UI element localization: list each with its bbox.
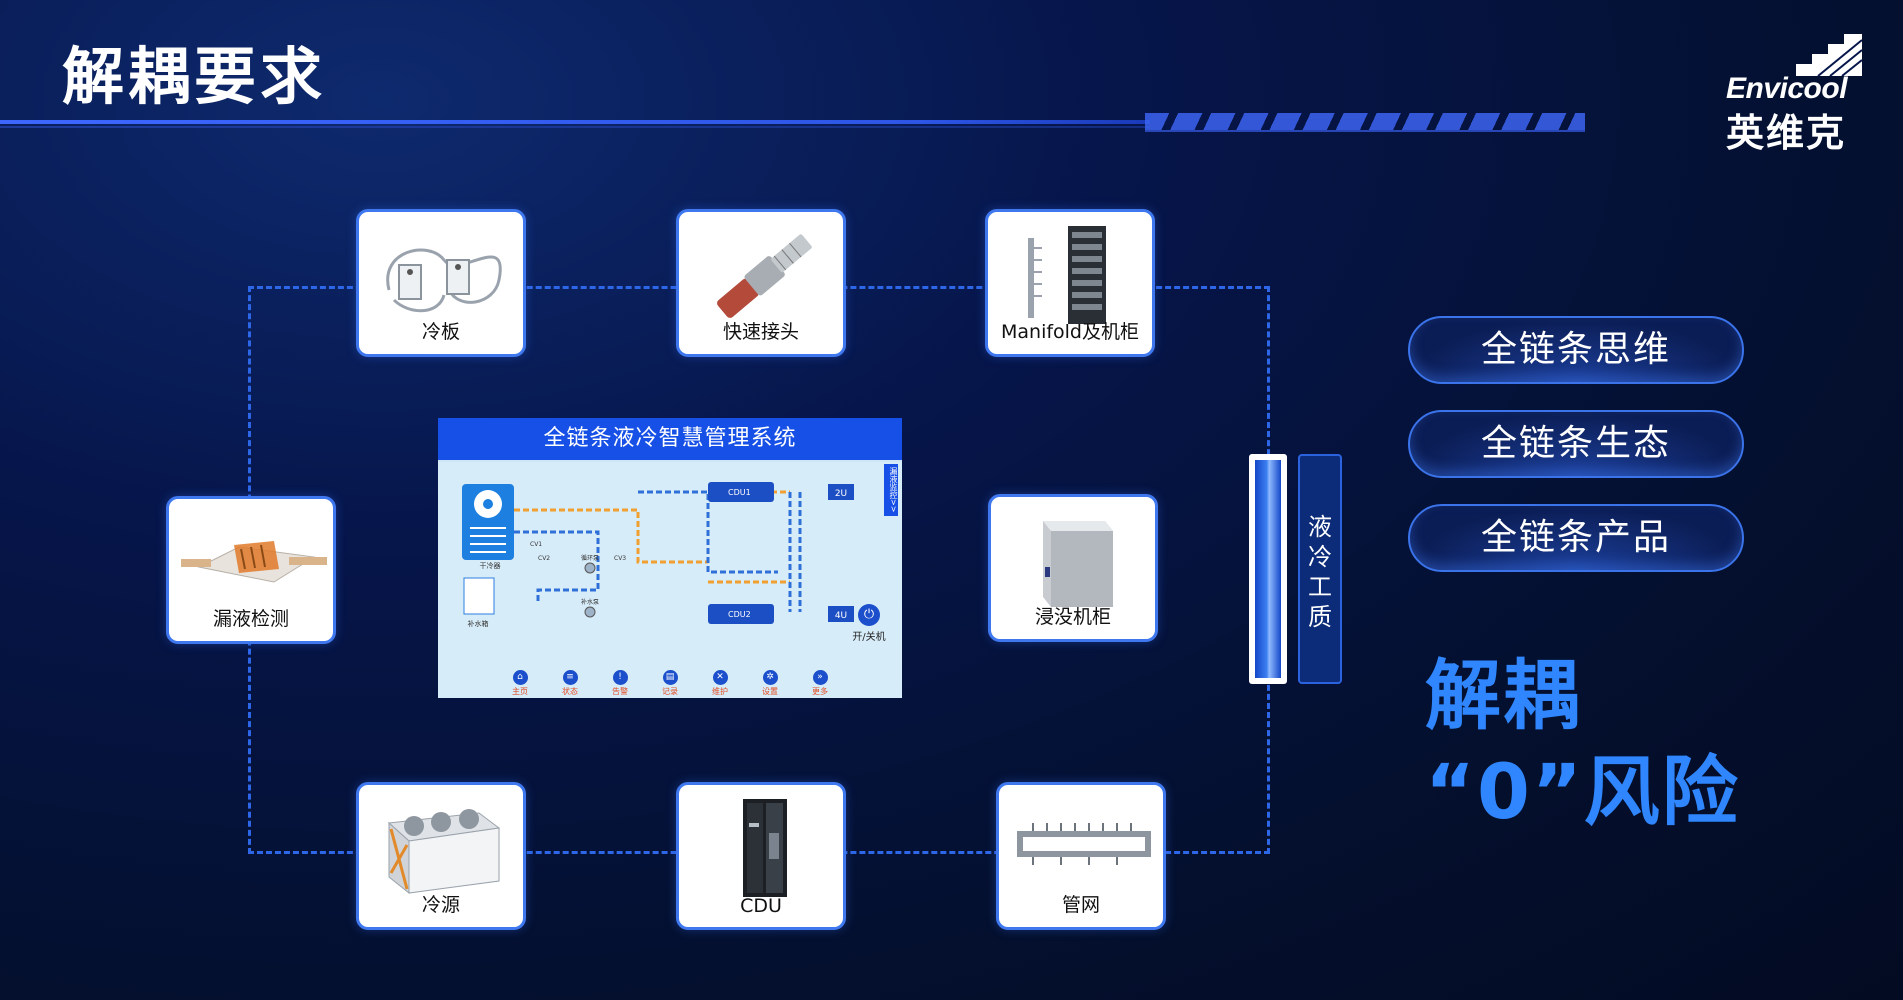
card-manifold: Manifold及机柜 (985, 209, 1155, 357)
page-title: 解耦要求 (62, 40, 327, 113)
pill-full-chain-products: 全链条产品 (1408, 504, 1744, 572)
quick-connector-image (717, 234, 812, 318)
svg-text:干冷器: 干冷器 (480, 561, 501, 570)
nav-item-record[interactable]: ▤ 记录 (662, 669, 678, 696)
leak-detection-image (181, 541, 327, 583)
title-underline (0, 120, 1150, 124)
card-leak-detection: 漏液检测 (166, 496, 336, 644)
nav-item-more[interactable]: » 更多 (812, 669, 828, 696)
svg-text:补水箱: 补水箱 (468, 619, 489, 628)
card-label: 冷板 (421, 321, 460, 343)
staircase-logo-icon (1796, 34, 1862, 76)
svg-text:CDU2: CDU2 (728, 610, 751, 619)
pill-full-chain-ecology: 全链条生态 (1408, 410, 1744, 478)
nav-item-home[interactable]: ⌂ 主页 (512, 669, 528, 696)
svg-text:CV3: CV3 (614, 555, 626, 562)
nav-item-alarm[interactable]: ! 告警 (612, 669, 628, 696)
pill-full-chain-thinking: 全链条思维 (1408, 316, 1744, 384)
record-icon: ▤ (662, 669, 678, 685)
card-label: CDU (740, 895, 782, 917)
logo-english-text: Envicool (1726, 72, 1848, 105)
svg-text:4U: 4U (835, 611, 847, 621)
pipe-network-image (1017, 823, 1151, 865)
card-pipe-network: 管网 (996, 782, 1166, 930)
immersion-cabinet-image (1043, 521, 1113, 607)
svg-text:CDU1: CDU1 (728, 488, 751, 497)
power-label: 开/关机 (852, 632, 886, 643)
cooling-schematic: 干冷器 补水箱 CDU1 CDU2 2U 4U 循环泵 (462, 482, 854, 628)
card-label: 快速接头 (722, 321, 799, 343)
cold-source-image (387, 809, 501, 895)
svg-text:循环泵: 循环泵 (581, 554, 599, 562)
maintenance-icon: ✕ (712, 669, 728, 685)
decorative-stripes (1145, 113, 1585, 131)
card-label: 漏液检测 (212, 608, 289, 630)
power-icon: ⏻ (858, 604, 880, 626)
cold-plate-image (386, 248, 502, 313)
slogan-zero-risk: “0”风险 (1425, 747, 1740, 836)
card-quick-connector: 快速接头 (676, 209, 846, 357)
card-immersion-cabinet: 浸没机柜 (988, 494, 1158, 642)
alarm-icon: ! (612, 669, 628, 685)
cdu-unit-image (743, 799, 787, 897)
more-icon: » (812, 669, 828, 685)
svg-text:CV2: CV2 (538, 555, 550, 562)
panel-nav-bar: ⌂ 主页 ≡ 状态 ! 告警 ▤ 记录 ✕ 维护 ✲ 设置 » 更多 (438, 668, 902, 698)
leak-monitor-tab[interactable]: 漏液监控>> (884, 464, 898, 516)
nav-item-maintenance[interactable]: ✕ 维护 (712, 669, 728, 696)
company-logo: Envicool 英维克 (1726, 34, 1862, 155)
home-icon: ⌂ (512, 669, 528, 685)
nav-item-status[interactable]: ≡ 状态 (562, 669, 578, 696)
settings-icon: ✲ (762, 669, 778, 685)
card-label: 管网 (1061, 894, 1100, 916)
decorative-stripes-underline (1145, 130, 1585, 132)
slogan-decoupling: 解耦 (1425, 651, 1581, 740)
card-label: 冷源 (421, 894, 460, 916)
card-label: 浸没机柜 (1034, 606, 1111, 628)
power-button[interactable]: ⏻ 开/关机 (846, 604, 892, 643)
card-label: Manifold及机柜 (1000, 321, 1139, 343)
svg-text:CV1: CV1 (530, 541, 542, 548)
status-icon: ≡ (562, 669, 578, 685)
svg-text:补水泵: 补水泵 (581, 598, 599, 606)
svg-text:2U: 2U (835, 489, 847, 499)
logo-chinese-text: 英维克 (1726, 111, 1847, 155)
coolant-tube (1249, 454, 1287, 684)
manifold-cabinet-image (1028, 226, 1106, 324)
system-diagram: 干冷器 补水箱 CDU1 CDU2 2U 4U 循环泵 (438, 462, 902, 698)
card-cold-plate: 冷板 (356, 209, 526, 357)
coolant-medium-label: 液冷工质 (1298, 454, 1342, 684)
management-system-panel: 全链条液冷智慧管理系统 干冷器 补水箱 CDU1 (438, 418, 902, 698)
title-underline-secondary (0, 126, 1150, 128)
card-cdu: CDU (676, 782, 846, 930)
panel-title: 全链条液冷智慧管理系统 (438, 418, 902, 460)
nav-item-settings[interactable]: ✲ 设置 (762, 669, 778, 696)
card-cold-source: 冷源 (356, 782, 526, 930)
